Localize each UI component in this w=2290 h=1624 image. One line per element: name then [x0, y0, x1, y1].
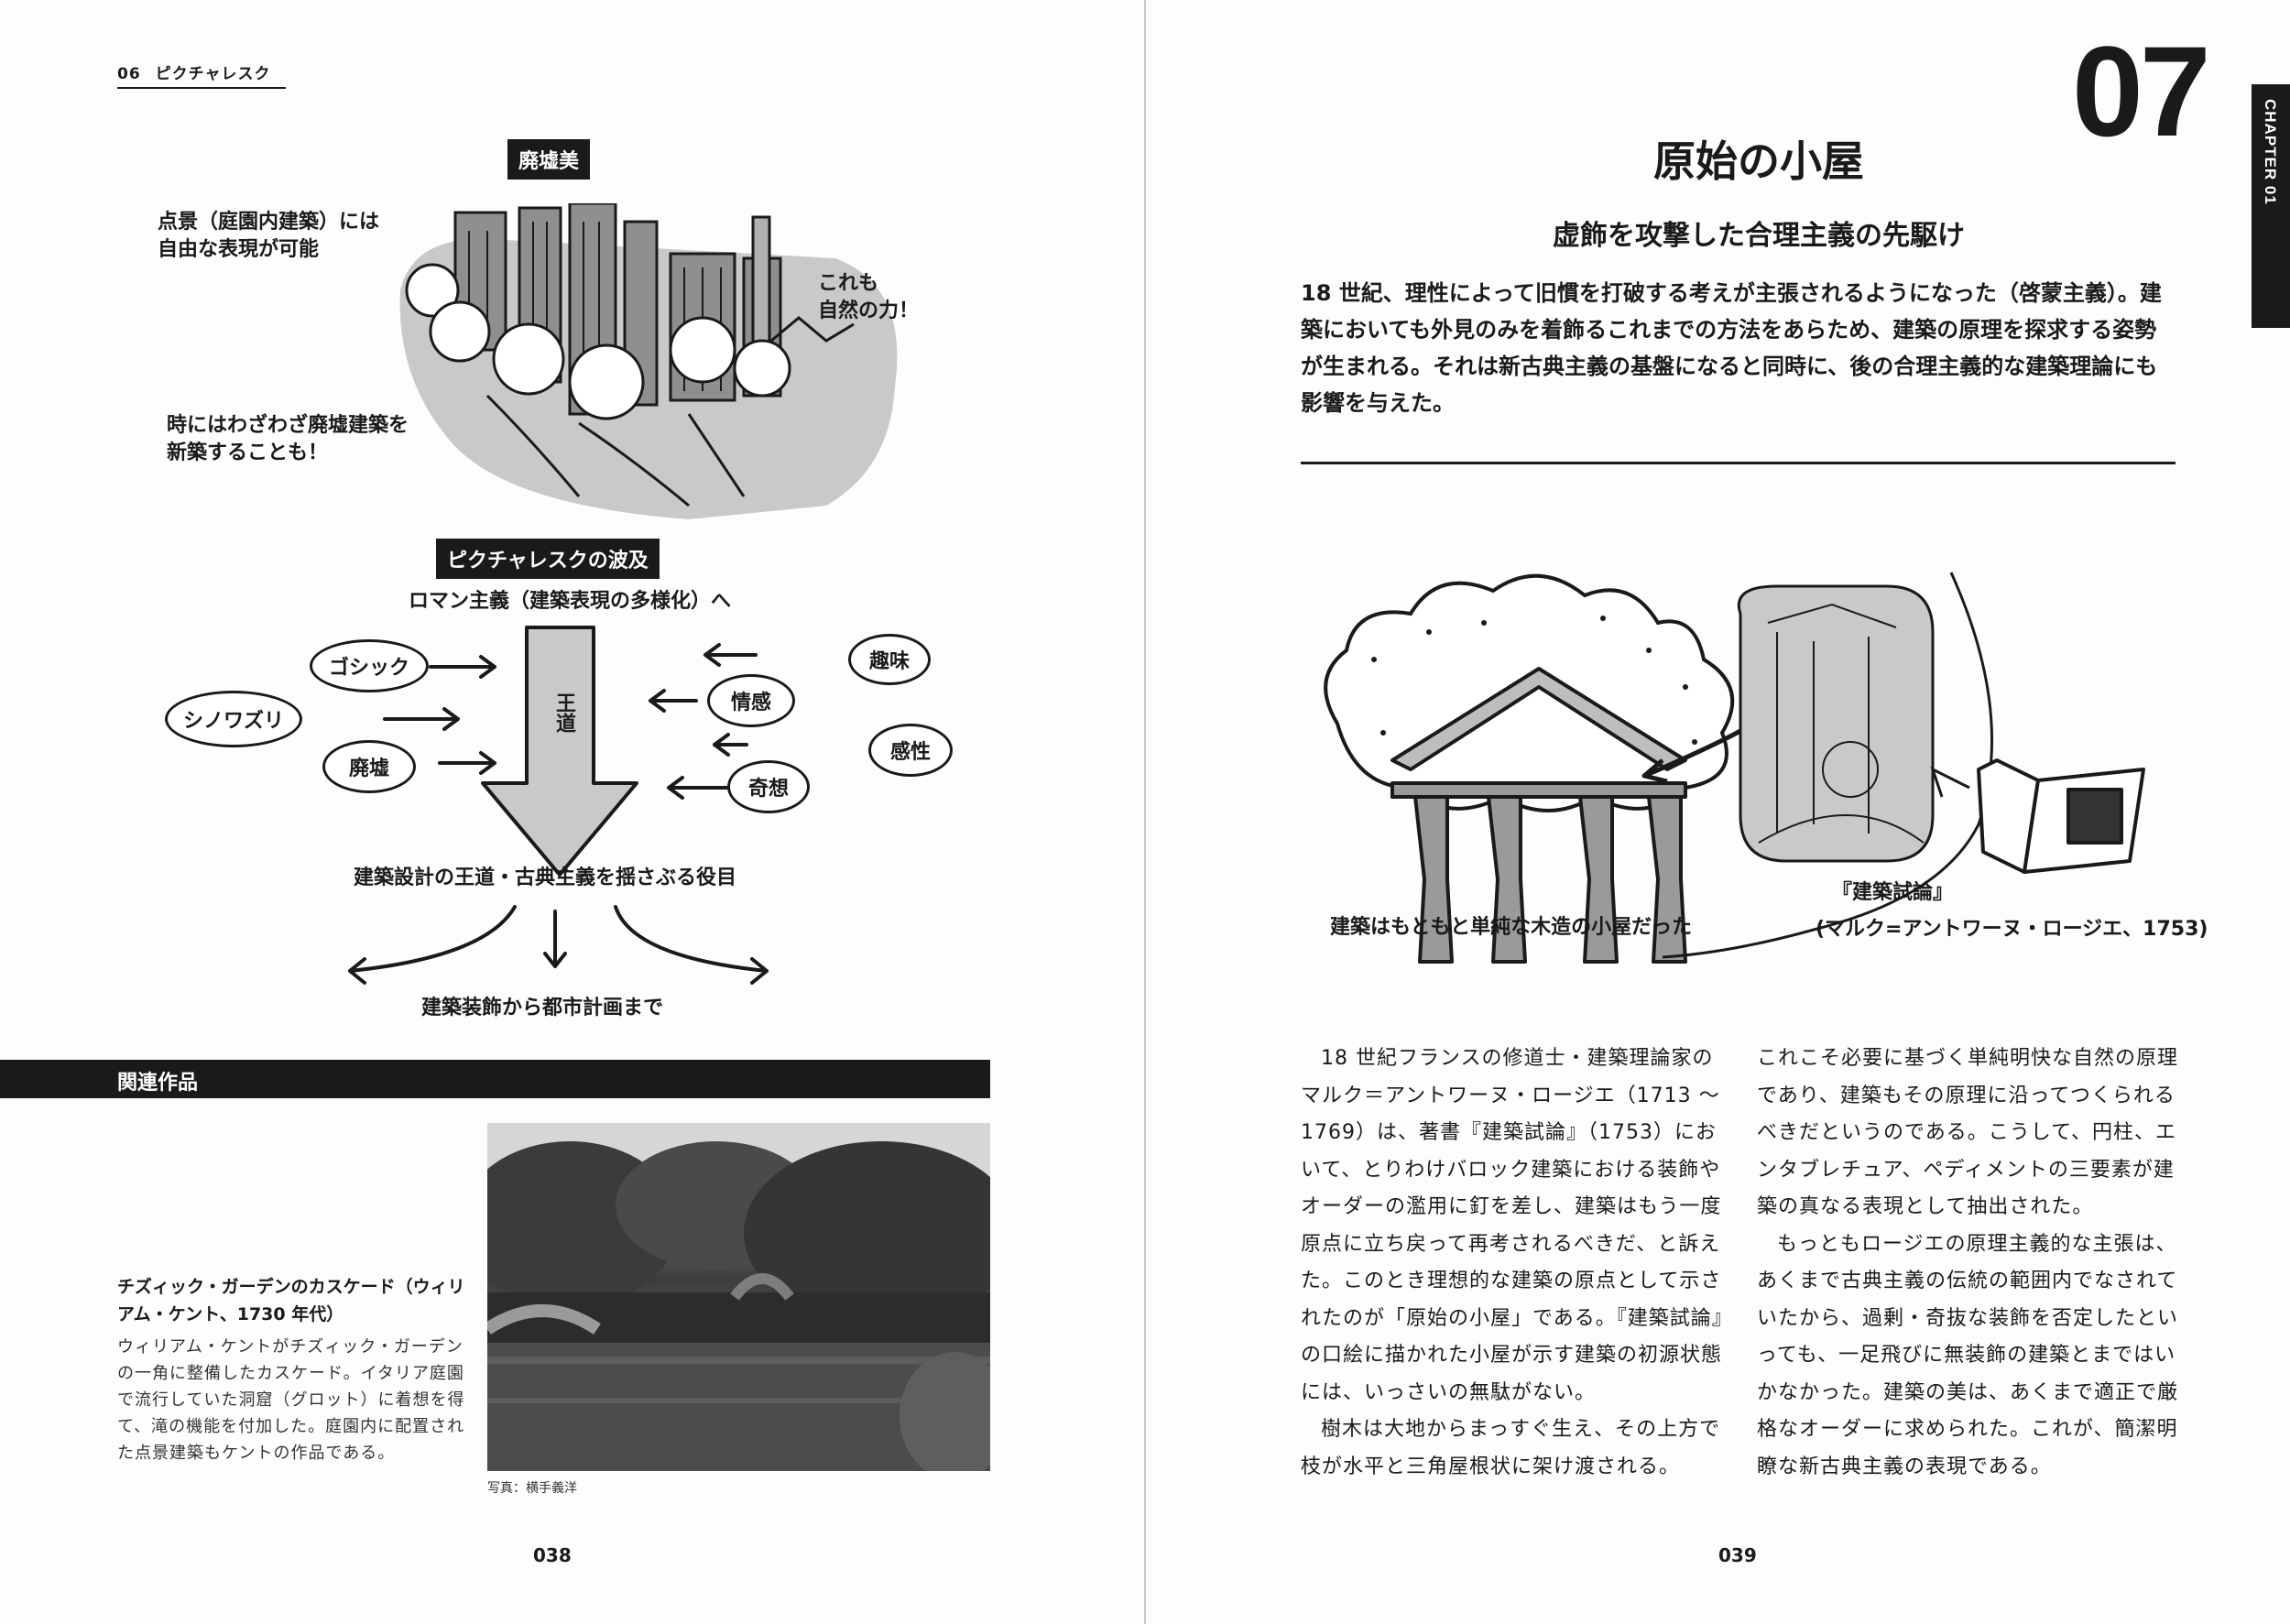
- lead-paragraph: 18 世紀、理性によって旧慣を打破する考えが主張されるようになった（啓蒙主義）。…: [1301, 280, 2162, 416]
- body-col2-paragraph-2: もっともロージエの原理主義的な主張は、あくまで古典主義の伝統の範囲内でなされてい…: [1757, 1232, 2179, 1478]
- work-description: ウィリアム・ケントがチズィック・ガーデンの一角に整備したカスケード。イタリア庭園…: [117, 1337, 465, 1463]
- garden-cascade-photo: [487, 1123, 990, 1471]
- folio-left: 038: [533, 1544, 572, 1566]
- chapter-number: 07: [2072, 19, 2211, 163]
- page-subtitle: 虚飾を攻撃した合理主義の先駆け: [1553, 220, 1965, 252]
- folio-right: 039: [1718, 1544, 1757, 1566]
- diagram-bottom-text: 建築設計の王道・古典主義を揺さぶる役目: [354, 866, 737, 889]
- bubble-ruin: 廃墟: [322, 740, 416, 793]
- diagram-label: ピクチャレスクの波及: [436, 539, 660, 579]
- chapter-tab: [2252, 84, 2290, 328]
- hut-caption: 建築はもともと単純な木造の小屋だった: [1330, 916, 1693, 939]
- ruins-note-left-bottom: 時にはわざわざ廃墟建築を 新築することも！: [167, 414, 409, 464]
- photo-credit: 写真：横手義洋: [487, 1481, 577, 1496]
- bubble-taste: 趣味: [848, 634, 931, 685]
- bubble-emotion: 情感: [707, 674, 795, 727]
- related-section-label: 関連作品: [117, 1072, 199, 1095]
- bubble-gothic: ゴシック: [310, 639, 429, 692]
- body-col1-paragraph-1: 18 世紀フランスの修道士・建築理論家のマルク＝アントワーヌ・ロージエ（1713…: [1301, 1047, 1723, 1404]
- ruins-label: 廃墟美: [507, 139, 591, 180]
- primitive-hut-illustration: [1324, 572, 2145, 964]
- body-column-1: 18 世紀フランスの修道士・建築理論家のマルク＝アントワーヌ・ロージエ（1713…: [1301, 1041, 1729, 1486]
- body-column-2: これこそ必要に基づく単純明快な自然の原理であり、建築もその原理に沿ってつくられる…: [1757, 1041, 2186, 1486]
- body-col1-paragraph-2: 樹木は大地からまっすぐ生え、その上方で枝が水平と三角屋根状に架け渡される。: [1301, 1418, 1721, 1478]
- bubble-sensibility: 感性: [868, 724, 953, 777]
- body-col2-paragraph-1: これこそ必要に基づく単純明快な自然の原理であり、建築もその原理に沿ってつくられる…: [1757, 1047, 2179, 1218]
- running-head: 06 ピクチャレスク: [117, 60, 286, 89]
- chapter-tab-label: CHAPTER 01: [2262, 99, 2279, 205]
- title-rule: [1301, 462, 2176, 464]
- bubble-chinoiserie: シノワズリ: [165, 691, 302, 747]
- ruins-note-right: これも 自然の力！: [818, 272, 920, 322]
- ruins-illustration: [399, 203, 898, 519]
- diagram-arrows: [348, 626, 769, 985]
- book-title: 『建築試論』: [1832, 881, 1954, 904]
- diagram-arrow-text: 王道: [552, 692, 575, 733]
- running-head-title: ピクチャレスク: [155, 65, 271, 83]
- diagram-top-text: ロマン主義（建築表現の多様化）へ: [409, 590, 732, 613]
- diagram-final-text: 建築装飾から都市計画まで: [421, 997, 664, 1019]
- bubble-fancy: 奇想: [727, 760, 810, 813]
- running-head-number: 06: [117, 65, 141, 83]
- work-title: チズィック・ガーデンのカスケード（ウィリアム・ケント、1730 年代）: [117, 1277, 465, 1324]
- ruins-note-left-top: 点景（庭園内建築）には 自由な表現が可能: [158, 211, 380, 261]
- book-author: (マルク=アントワーヌ・ロージエ、1753): [1816, 918, 2208, 941]
- page-title: 原始の小屋: [1653, 136, 1864, 186]
- gutter: [1144, 0, 1146, 1624]
- related-section-bar: [0, 1060, 990, 1098]
